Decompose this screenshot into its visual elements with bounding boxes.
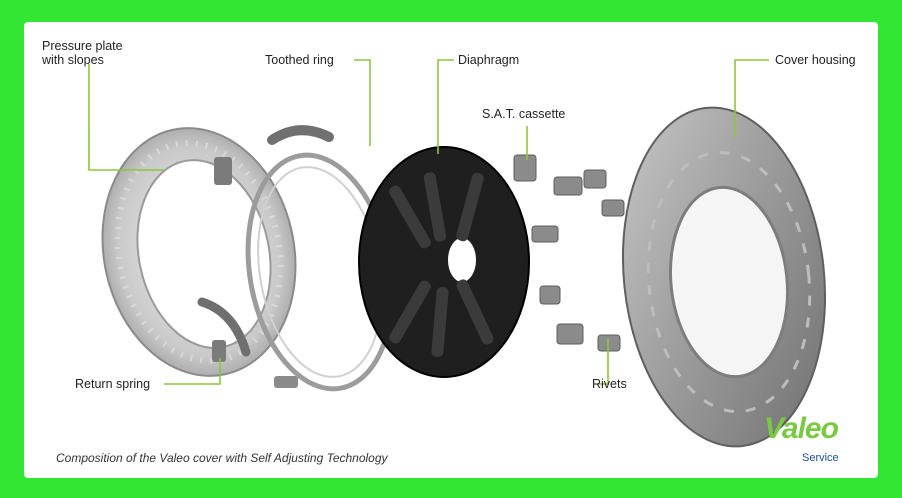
leader-lines	[88, 59, 769, 385]
label-rivets: Rivets	[592, 377, 627, 391]
cover-housing-part	[621, 106, 827, 448]
exploded-clutch-illustration	[88, 59, 827, 448]
return-spring-part	[197, 297, 298, 388]
diagram-panel: Pressure plate with slopes Toothed ring …	[24, 22, 878, 478]
pressure-plate-part	[101, 127, 297, 377]
label-pressure-plate-line2: with slopes	[42, 53, 104, 67]
label-toothed-ring: Toothed ring	[265, 53, 334, 67]
label-cover-housing: Cover housing	[775, 53, 856, 67]
sat-cassette-parts	[513, 154, 625, 352]
brand-name: Valeo	[764, 412, 839, 445]
label-sat-cassette: S.A.T. cassette	[482, 107, 566, 121]
brand-sub: Service	[802, 452, 839, 464]
figure-caption: Composition of the Valeo cover with Self…	[56, 451, 388, 465]
diaphragm-part	[358, 146, 530, 378]
label-pressure-plate: Pressure plate with slopes	[42, 39, 123, 67]
valeo-logo: Valeo Service	[764, 412, 864, 472]
label-diaphragm: Diaphragm	[458, 53, 520, 67]
label-return-spring: Return spring	[75, 377, 151, 391]
label-pressure-plate-line1: Pressure plate	[42, 39, 123, 53]
